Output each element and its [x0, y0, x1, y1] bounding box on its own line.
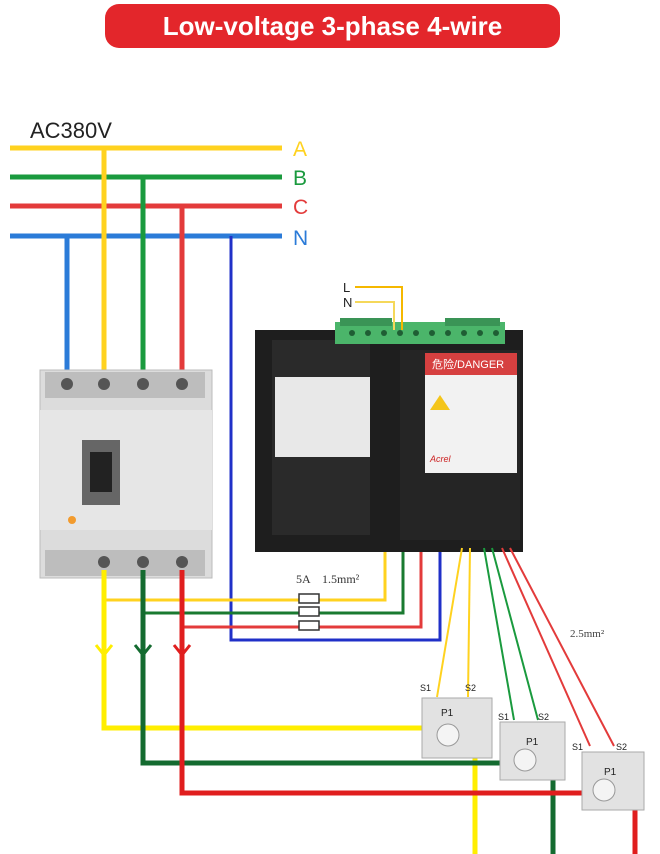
phase-c-label: C — [293, 196, 308, 219]
phase-a-label: A — [293, 138, 307, 161]
fuse-b — [298, 606, 320, 617]
supply-n-label: N — [343, 295, 352, 310]
svg-text:S2: S2 — [538, 712, 549, 722]
phase-b-label: B — [293, 167, 307, 190]
title-banner: Low-voltage 3-phase 4-wire — [105, 4, 560, 48]
voltage-label: AC380V — [30, 118, 112, 143]
svg-text:S2: S2 — [616, 742, 627, 752]
current-transformer-c: P1 S1 S2 — [572, 742, 645, 811]
phase-n-label: N — [293, 227, 308, 250]
danger-label: 危险/DANGER — [432, 357, 504, 371]
svg-text:S2: S2 — [465, 683, 476, 693]
circuit-breaker — [39, 369, 213, 579]
svg-text:P1: P1 — [441, 708, 454, 719]
brand-label: Acrel — [429, 454, 452, 464]
svg-text:S1: S1 — [420, 683, 431, 693]
svg-text:P1: P1 — [526, 737, 539, 748]
fuse-a — [298, 593, 320, 604]
fuse-current: 5A — [296, 572, 311, 586]
current-transformer-b: P1 S1 S2 — [498, 712, 566, 781]
fuse-cross-section: 1.5mm² — [322, 572, 360, 586]
svg-text:P1: P1 — [604, 767, 617, 778]
svg-text:S1: S1 — [572, 742, 583, 752]
current-transformer-a: P1 S1 S2 — [420, 683, 493, 759]
ct-wire-size: 2.5mm² — [570, 628, 605, 640]
supply-l-label: L — [343, 280, 350, 295]
svg-text:S1: S1 — [498, 712, 509, 722]
fuse-c — [298, 620, 320, 631]
power-meter: 危险/DANGER Acrel — [255, 318, 523, 552]
